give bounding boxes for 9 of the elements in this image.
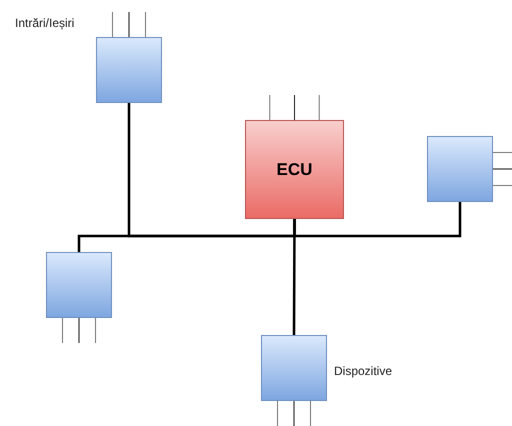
module-box <box>46 252 112 318</box>
ecu-box <box>245 120 344 219</box>
module-label: Intrări/Ieșiri <box>15 16 74 30</box>
bus-line <box>78 219 296 252</box>
module-label: Dispozitive <box>334 364 392 378</box>
bus-line <box>292 219 296 335</box>
bus-line <box>293 202 462 238</box>
box-label: ECU <box>276 160 312 180</box>
module-box <box>427 136 493 202</box>
